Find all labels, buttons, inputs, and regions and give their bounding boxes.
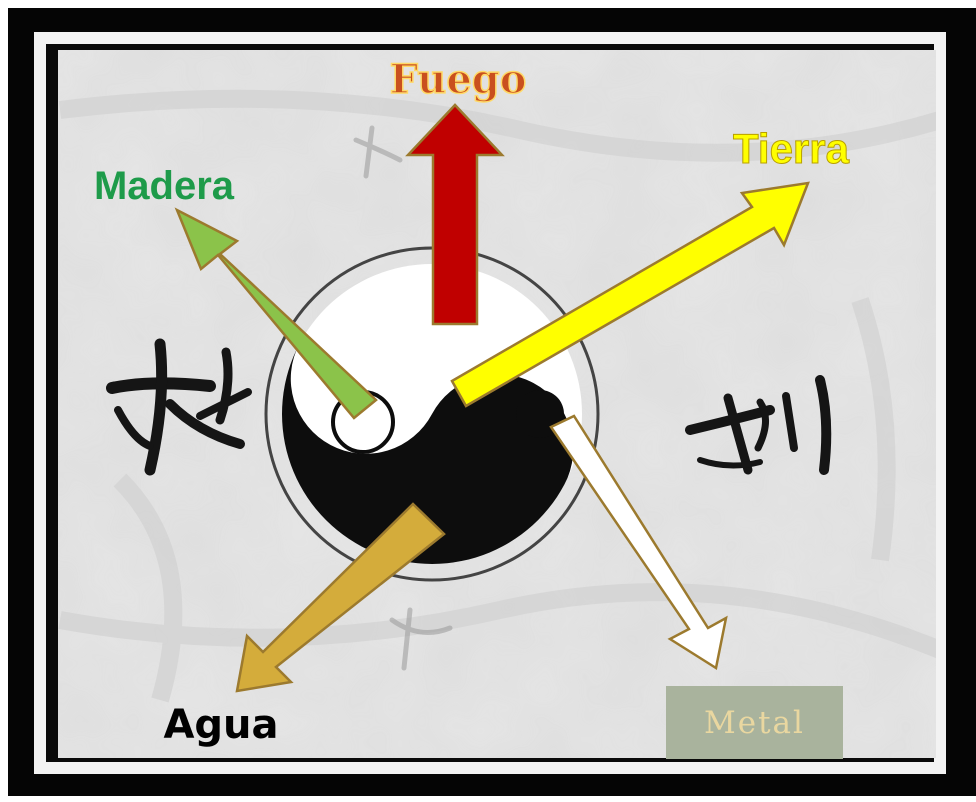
label-metal: Metal	[704, 704, 805, 741]
label-fuego: Fuego	[390, 56, 527, 103]
arrow-agua	[235, 502, 446, 693]
label-tierra: Tierra	[733, 125, 850, 172]
label-madera: Madera	[94, 164, 235, 208]
arrow-tierra	[450, 181, 810, 408]
yin-yang-symbol	[264, 246, 600, 582]
arrows	[174, 103, 810, 693]
left-calligraphy-character	[106, 338, 252, 476]
label-agua: Agua	[163, 702, 278, 748]
faint-ink-marks	[353, 125, 453, 671]
label-metal-box: Metal	[666, 686, 843, 759]
arrow-metal	[549, 414, 728, 671]
arrow-fuego	[405, 103, 505, 326]
right-calligraphy-character	[685, 375, 832, 475]
arrow-madera	[174, 207, 378, 420]
